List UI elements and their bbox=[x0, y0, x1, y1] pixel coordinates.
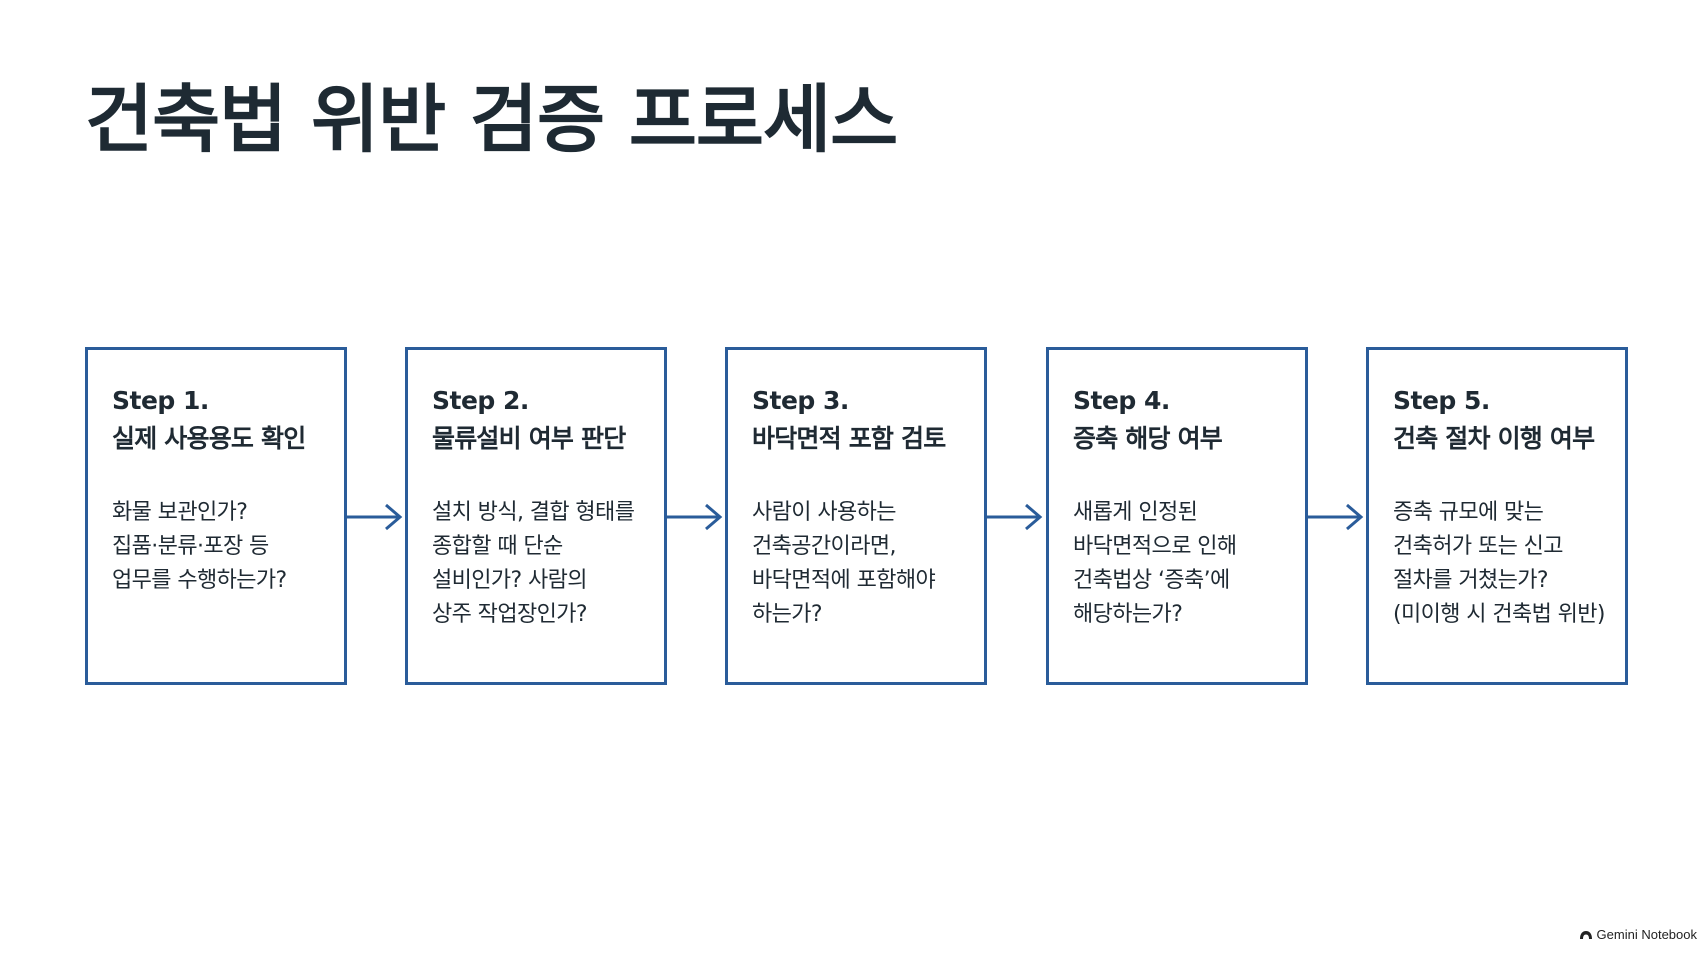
step-description-line: (미이행 시 건축법 위반) bbox=[1393, 602, 1606, 627]
step-description-line: 집품·분류·포장 등 bbox=[112, 534, 269, 559]
step-box-3: Step 3. 바닥면적 포함 검토 사람이 사용하는 건축공간이라면, 바닥면… bbox=[725, 347, 987, 685]
step-box-1: Step 1. 실제 사용용도 확인 화물 보관인가? 집품·분류·포장 등 업… bbox=[85, 347, 347, 685]
notebook-logo-icon bbox=[1579, 930, 1592, 939]
step-description-line: 상주 작업장인가? bbox=[432, 602, 588, 627]
arrow-right-icon bbox=[984, 503, 1043, 531]
step-description-line: 사람이 사용하는 bbox=[752, 500, 896, 525]
step-description-line: 새롭게 인정된 bbox=[1073, 500, 1198, 525]
step-title: 증축 해당 여부 bbox=[1073, 424, 1223, 453]
step-description-line: 화물 보관인가? bbox=[112, 500, 248, 525]
step-description-line: 건축허가 또는 신고 bbox=[1393, 534, 1564, 559]
step-description-line: 절차를 거쳤는가? bbox=[1393, 568, 1549, 593]
process-flow: Step 1. 실제 사용용도 확인 화물 보관인가? 집품·분류·포장 등 업… bbox=[85, 347, 1628, 685]
step-description: 화물 보관인가? 집품·분류·포장 등 업무를 수행하는가? bbox=[112, 496, 344, 598]
step-description-line: 바닥면적으로 인해 bbox=[1073, 534, 1237, 559]
step-box-5: Step 5. 건축 절차 이행 여부 증축 규모에 맞는 건축허가 또는 신고… bbox=[1366, 347, 1628, 685]
step-number: Step 2. bbox=[432, 386, 529, 415]
step-number: Step 3. bbox=[752, 386, 849, 415]
step-number: Step 4. bbox=[1073, 386, 1170, 415]
step-title: 실제 사용용도 확인 bbox=[112, 424, 306, 453]
step-description-line: 설치 방식, 결합 형태를 bbox=[432, 500, 635, 525]
watermark-text: Gemini Notebook bbox=[1596, 927, 1697, 942]
step-number: Step 5. bbox=[1393, 386, 1490, 415]
step-description-line: 설비인가? 사람의 bbox=[432, 568, 588, 593]
step-description-line: 하는가? bbox=[752, 602, 823, 627]
arrow-right-icon bbox=[1305, 503, 1364, 531]
step-title: 바닥면적 포함 검토 bbox=[752, 424, 946, 453]
step-description: 사람이 사용하는 건축공간이라면, 바닥면적에 포함해야 하는가? bbox=[752, 496, 984, 632]
step-description-line: 해당하는가? bbox=[1073, 602, 1183, 627]
arrow-right-icon bbox=[344, 503, 403, 531]
step-title: 물류설비 여부 판단 bbox=[432, 424, 626, 453]
page-title: 건축법 위반 검증 프로세스 bbox=[85, 77, 898, 163]
step-description: 증축 규모에 맞는 건축허가 또는 신고 절차를 거쳤는가? (미이행 시 건축… bbox=[1393, 496, 1625, 632]
step-description-line: 건축공간이라면, bbox=[752, 534, 896, 559]
step-description-line: 업무를 수행하는가? bbox=[112, 568, 287, 593]
step-title: 건축 절차 이행 여부 bbox=[1393, 424, 1595, 453]
step-box-4: Step 4. 증축 해당 여부 새롭게 인정된 바닥면적으로 인해 건축법상 … bbox=[1046, 347, 1308, 685]
step-description: 설치 방식, 결합 형태를 종합할 때 단순 설비인가? 사람의 상주 작업장인… bbox=[432, 496, 664, 632]
step-description-line: 종합할 때 단순 bbox=[432, 534, 563, 559]
step-description-line: 증축 규모에 맞는 bbox=[1393, 500, 1544, 525]
watermark: Gemini Notebook bbox=[1579, 927, 1697, 942]
step-box-2: Step 2. 물류설비 여부 판단 설치 방식, 결합 형태를 종합할 때 단… bbox=[405, 347, 667, 685]
arrow-right-icon bbox=[664, 503, 723, 531]
step-description-line: 바닥면적에 포함해야 bbox=[752, 568, 936, 593]
step-description-line: 건축법상 ‘증축’에 bbox=[1073, 568, 1230, 593]
step-number: Step 1. bbox=[112, 386, 209, 415]
step-description: 새롭게 인정된 바닥면적으로 인해 건축법상 ‘증축’에 해당하는가? bbox=[1073, 496, 1305, 632]
